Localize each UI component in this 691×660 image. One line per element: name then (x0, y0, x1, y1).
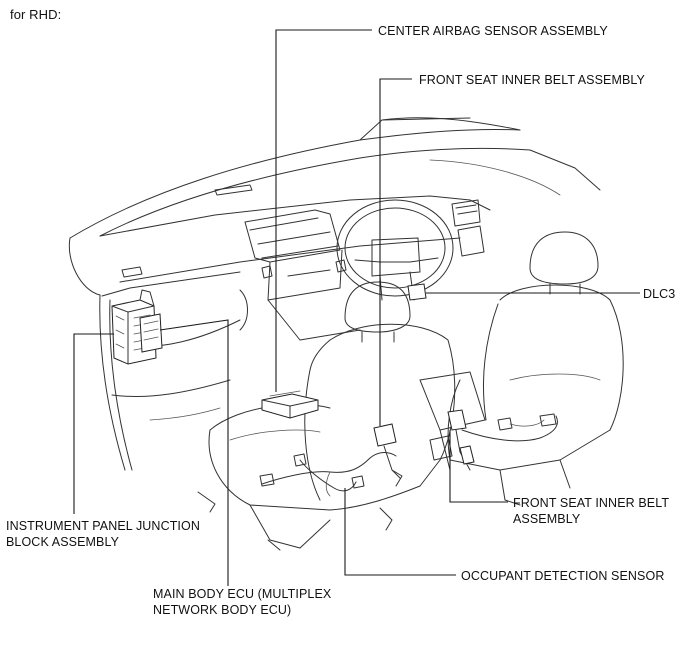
passenger-seat-wiring (461, 413, 558, 442)
label-front-seat-inner-belt-lower-line2: ASSEMBLY (513, 512, 581, 526)
passenger-seat (447, 231, 624, 506)
left-door (99, 289, 248, 471)
occupant-detection-wiring (259, 452, 397, 497)
driver-inner-belt-part (373, 423, 403, 487)
label-main-body-ecu-line2: NETWORK BODY ECU) (153, 603, 292, 617)
main-body-ecu (139, 313, 163, 353)
dlc3-connector-part (407, 283, 427, 301)
label-front-seat-inner-belt-upper: FRONT SEAT INNER BELT ASSEMBLY (419, 73, 645, 87)
variant-label: for RHD: (10, 7, 62, 22)
label-main-body-ecu-line1: MAIN BODY ECU (MULTIPLEX (153, 587, 332, 601)
dashboard (68, 184, 491, 341)
label-instrument-panel-jb-line2: BLOCK ASSEMBLY (6, 535, 120, 549)
passenger-inner-belt-part (447, 409, 475, 471)
label-front-seat-inner-belt-lower-line1: FRONT SEAT INNER BELT (513, 496, 670, 510)
steering-wheel (336, 199, 454, 301)
center-airbag-sensor-part (261, 390, 319, 419)
leader-lines (73, 29, 640, 586)
windshield-outline (69, 117, 601, 239)
label-center-airbag-sensor: CENTER AIRBAG SENSOR ASSEMBLY (378, 24, 608, 38)
label-instrument-panel-jb-line1: INSTRUMENT PANEL JUNCTION (6, 519, 200, 533)
center-console (419, 371, 486, 471)
label-dlc3: DLC3 (643, 287, 676, 301)
driver-seat (197, 281, 456, 551)
label-occupant-detection-sensor: OCCUPANT DETECTION SENSOR (461, 569, 665, 583)
